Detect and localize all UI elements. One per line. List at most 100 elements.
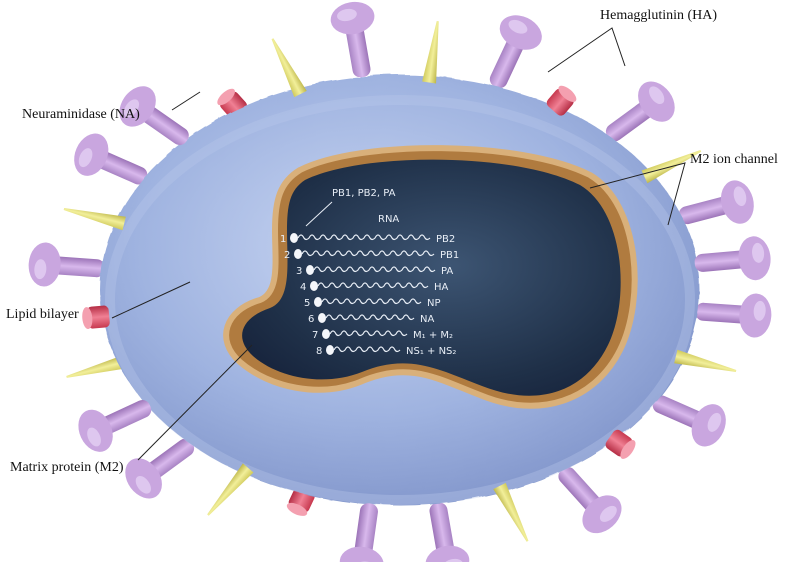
hemagglutinin-stalk [695, 302, 752, 324]
hemagglutinin-stalk [354, 503, 378, 560]
hemagglutinin-stalk [345, 21, 371, 78]
rna-strand [297, 234, 431, 241]
segment-number: 1 [280, 234, 286, 245]
hemagglutinin-spike [28, 242, 105, 287]
hemagglutinin-highlight [87, 427, 101, 447]
segment-number: 6 [308, 314, 314, 325]
segment-gene-label: PB2 [436, 234, 455, 245]
rna-strand [325, 314, 415, 321]
neuraminidase-stalk [271, 38, 307, 98]
segment-gene-label: NA [420, 314, 434, 325]
hemagglutinin-highlight [135, 475, 151, 494]
polymerase-complex-dot [326, 345, 334, 355]
rna-strand [317, 282, 429, 289]
lipid-callout-line [111, 281, 191, 319]
hemagglutinin-stalk [48, 256, 105, 278]
na-callout-line [171, 91, 201, 111]
hemagglutinin-stalk [652, 395, 707, 430]
hemagglutinin-stalk [489, 34, 525, 89]
segment-number: 7 [312, 330, 318, 341]
hemagglutinin-stalk [93, 150, 148, 185]
hemagglutinin-highlight [34, 259, 47, 280]
neuraminidase-stalk [422, 20, 439, 84]
hemagglutinin-spike [330, 1, 375, 78]
segment-number: 2 [284, 250, 290, 261]
hemagglutinin-spike [119, 86, 189, 146]
hemagglutinin-spike [678, 180, 754, 225]
neuraminidase-stalk [674, 349, 737, 372]
hemagglutinin-highlight [123, 99, 140, 118]
m2-ion-channel-spike [546, 85, 577, 116]
polymerase-complex-dot [290, 233, 298, 243]
m2-ion-channel-spike [605, 429, 636, 459]
lipid-bilayer-label: Lipid bilayer [6, 307, 79, 322]
m2-channel-body [86, 305, 110, 329]
m2-ion-channel-spike [82, 305, 110, 329]
envelope-shading [105, 95, 695, 505]
m2-channel-top [286, 502, 308, 516]
hemagglutinin-label: Hemagglutinin (HA) [600, 8, 718, 23]
neuraminidase-spike [271, 38, 307, 98]
neuraminidase-stalk [63, 208, 126, 231]
segment-number: 3 [296, 266, 302, 277]
segment-number: 5 [304, 298, 310, 309]
hemagglutinin-stalk [678, 196, 735, 225]
rna-strand [301, 250, 435, 257]
rna-strand [329, 330, 408, 337]
neuraminidase-spike [493, 482, 529, 542]
viral-core [242, 159, 621, 396]
neuraminidase-stalk [207, 463, 254, 516]
hemagglutinin-highlight [733, 186, 747, 207]
segment-gene-label: NP [427, 298, 441, 309]
hemagglutinin-highlight [337, 8, 357, 22]
hemagglutinin-spike [558, 466, 622, 534]
hemagglutinin-highlight [599, 505, 617, 522]
m2-channel-top [558, 85, 577, 102]
hemagglutinin-spike [652, 395, 726, 447]
hemagglutinin-head [339, 546, 384, 562]
polymerase-complex-dot [310, 281, 318, 291]
neuraminidase-spike [207, 463, 254, 516]
hemagglutinin-spike [339, 503, 384, 562]
ha-callout-line [547, 27, 626, 73]
polymerase-complex-dot [318, 313, 326, 323]
m2-ion-channel-label: M2 ion channel [690, 152, 778, 167]
hemagglutinin-spike [694, 236, 771, 281]
neuraminidase-stalk [66, 354, 129, 378]
matrix-protein-label: Matrix protein (M2) [10, 460, 124, 475]
hemagglutinin-highlight [752, 242, 765, 263]
hemagglutinin-spike [425, 502, 470, 562]
polymerase-complex-dot [322, 329, 330, 339]
m2-channel-top [620, 440, 636, 459]
hemagglutinin-highlight [649, 86, 665, 105]
polymerase-complex-dot [306, 265, 314, 275]
hemagglutinin-highlight [78, 148, 93, 168]
hemagglutinin-highlight [753, 300, 766, 321]
neuraminidase-label: Neuraminidase (NA) [22, 107, 140, 122]
hemagglutinin-spike [125, 438, 195, 499]
surface-proteins-back [28, 1, 772, 562]
m2-channel-top [82, 307, 93, 329]
hemagglutinin-stalk [98, 400, 152, 435]
hemagglutinin-stalk [694, 250, 751, 272]
neuraminidase-stalk [493, 482, 529, 542]
callout-lines [111, 27, 686, 461]
polymerase-label: PB1, PB2, PA [332, 188, 396, 199]
hemagglutinin-spike [74, 133, 148, 185]
rna-strand [333, 346, 401, 353]
neuraminidase-spike [66, 354, 129, 378]
polymerase-complex-dot [294, 249, 302, 259]
m2-callout-line [589, 162, 686, 226]
segment-gene-label: NS₁ + NS₂ [406, 346, 456, 357]
m2-channel-top [217, 88, 235, 106]
polymerase-pointer [305, 201, 333, 227]
neuraminidase-spike [63, 208, 126, 231]
hemagglutinin-spike [695, 293, 772, 338]
matrix-callout-line [137, 344, 253, 461]
polymerase-complex-dot [314, 297, 322, 307]
hemagglutinin-highlight [707, 412, 722, 432]
neuraminidase-spike [422, 20, 439, 84]
segment-gene-label: M₁ + M₂ [413, 330, 453, 341]
